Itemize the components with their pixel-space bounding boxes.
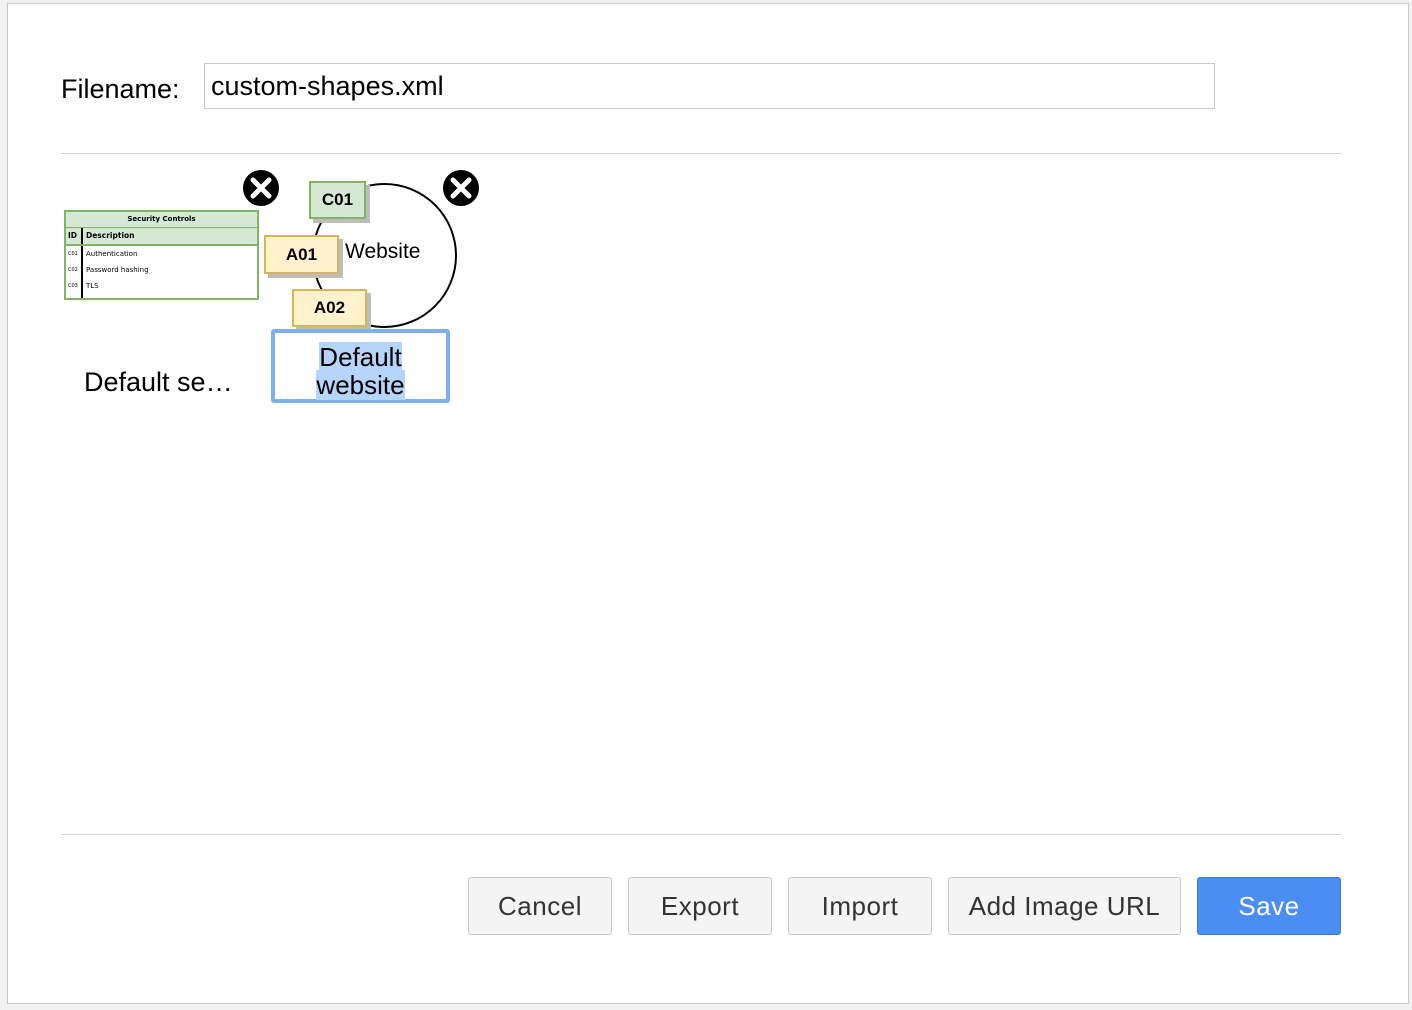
import-button[interactable]: Import xyxy=(788,877,932,935)
export-button[interactable]: Export xyxy=(628,877,772,935)
table-header: ID Description xyxy=(66,228,257,246)
asset-tag-a02: A02 xyxy=(292,289,367,327)
library-item-caption-editor[interactable]: Default website xyxy=(271,329,450,403)
close-circle-icon[interactable] xyxy=(440,167,482,209)
library-item-security-controls[interactable]: Security Controls ID Description C01 C02… xyxy=(64,210,264,308)
add-image-url-button[interactable]: Add Image URL xyxy=(948,877,1181,935)
edit-library-dialog xyxy=(7,3,1409,1004)
table-cell-description: Authentication xyxy=(86,250,138,258)
table-cell-id: C01 xyxy=(68,251,78,257)
caption-line-2: website xyxy=(316,370,405,400)
table-title: Security Controls xyxy=(66,212,257,228)
library-item-caption[interactable]: Default se… xyxy=(84,367,233,397)
table-body: C01 C02 C03 Authentication Password hash… xyxy=(66,246,257,298)
table-cell-description: Password hashing xyxy=(86,266,149,274)
asset-tag-a01: A01 xyxy=(264,235,339,274)
control-tag-c01: C01 xyxy=(309,181,366,219)
column-header-id: ID xyxy=(66,228,83,244)
filename-label: Filename: xyxy=(61,74,180,104)
website-shape-label: Website xyxy=(345,240,421,263)
security-controls-table: Security Controls ID Description C01 C02… xyxy=(64,210,259,300)
cancel-button[interactable]: Cancel xyxy=(468,877,612,935)
table-cell-id: C02 xyxy=(68,267,78,273)
table-cell-id: C03 xyxy=(68,283,78,289)
divider-bottom xyxy=(61,834,1341,835)
save-button[interactable]: Save xyxy=(1197,877,1341,935)
table-cell-description: TLS xyxy=(86,282,99,290)
divider-top xyxy=(61,153,1341,154)
column-header-description: Description xyxy=(86,231,135,240)
close-circle-icon[interactable] xyxy=(240,167,282,209)
filename-input[interactable] xyxy=(204,63,1215,109)
caption-line-1: Default xyxy=(319,342,402,372)
